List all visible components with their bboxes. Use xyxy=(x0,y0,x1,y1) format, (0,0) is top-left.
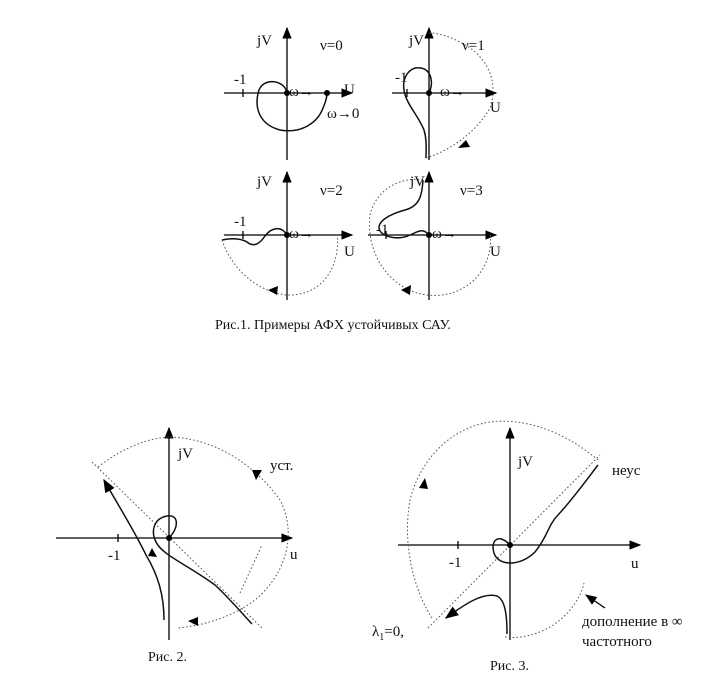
minus-one-label: -1 xyxy=(376,222,389,238)
arc-tail xyxy=(239,544,263,594)
arc-arrow-left xyxy=(419,478,428,489)
note-line-2: частотного xyxy=(582,634,652,650)
minus-one-label: -1 xyxy=(234,214,247,230)
lambda-subscript: 1 xyxy=(379,632,384,643)
y-axis-label: jV xyxy=(408,33,424,49)
direction-arrow xyxy=(458,140,470,148)
fig1-panel-nu3: jV ν=3 -1 U ω→ xyxy=(368,170,501,300)
figure3: jV неус -1 u λ1=0, дополнение в ∞ частот… xyxy=(372,420,683,674)
origin-point xyxy=(426,90,432,96)
y-axis-label: jV xyxy=(409,174,425,190)
omega-arrow-label: ω→ xyxy=(440,84,465,100)
minus-one-label: -1 xyxy=(108,548,121,564)
fig1-panel-nu0: jV ν=0 -1 U ω→ ω→0 xyxy=(224,26,359,160)
arc-arrow-top xyxy=(252,470,262,480)
direction-arrow xyxy=(268,286,278,295)
nu-label: ν=1 xyxy=(462,38,485,54)
mid-arrow xyxy=(148,548,157,557)
lambda-symbol: λ xyxy=(372,624,380,640)
omega-arrow-label: ω→ xyxy=(289,226,314,242)
annotation-label: уст. xyxy=(270,458,293,474)
afc-curve-upper xyxy=(152,515,253,625)
figure2: jV уст. -1 u Рис. 2. xyxy=(56,426,298,665)
y-axis-label: jV xyxy=(256,174,272,190)
infinity-arc xyxy=(221,234,339,296)
infinity-arc xyxy=(368,178,492,296)
afc-curve xyxy=(221,228,288,246)
x-axis-label: U xyxy=(490,100,501,116)
fig1-panel-nu1: jV ν=1 -1 U ω→ xyxy=(392,26,501,160)
minus-one-label: -1 xyxy=(234,72,247,88)
y-axis-label: jV xyxy=(177,446,193,462)
asymptote-line xyxy=(91,461,263,629)
direction-arrow xyxy=(401,285,411,295)
afc-curve-lower xyxy=(103,478,165,621)
fig1-panel-nu2: jV ν=2 -1 U ω→ xyxy=(221,170,355,300)
afc-curve-upper xyxy=(492,464,599,564)
nu-label: ν=0 xyxy=(320,38,343,54)
afc-curve-lower xyxy=(444,594,508,635)
omega-arrow-label: ω→ xyxy=(289,84,314,100)
minus-one-label: -1 xyxy=(449,555,462,571)
figure3-caption: Рис. 3. xyxy=(490,659,529,674)
afc-curve xyxy=(256,81,328,132)
asymptote-line xyxy=(427,454,601,629)
y-axis-label: jV xyxy=(517,454,533,470)
afc-curve xyxy=(378,179,430,239)
start-point xyxy=(324,90,330,96)
minus-one-label: -1 xyxy=(395,70,408,86)
figure1-caption: Рис.1. Примеры АФХ устойчивых САУ. xyxy=(215,318,451,333)
annotation-top: неус xyxy=(612,463,641,479)
infinity-arc xyxy=(425,32,494,159)
note-pointer xyxy=(585,594,606,609)
origin-point xyxy=(507,542,513,548)
infinity-arc xyxy=(407,420,599,619)
lambda-label: λ1=0, xyxy=(372,624,404,643)
y-axis-label: jV xyxy=(256,33,272,49)
origin-point xyxy=(426,232,432,238)
origin-point xyxy=(284,232,290,238)
nu-label: ν=3 xyxy=(460,183,483,199)
omega-arrow-label: ω→ xyxy=(432,226,457,242)
lower-arc xyxy=(504,582,585,638)
lambda-value: =0, xyxy=(384,624,404,640)
nu-label: ν=2 xyxy=(320,183,343,199)
arc-arrow-bottom xyxy=(188,617,198,626)
infinity-arc xyxy=(97,436,289,629)
origin-point xyxy=(284,90,290,96)
x-axis-label: U xyxy=(344,244,355,260)
omega-zero-label: ω→0 xyxy=(327,106,359,122)
x-axis-label: U xyxy=(344,82,355,98)
x-axis-label: U xyxy=(490,244,501,260)
origin-point xyxy=(166,535,172,541)
x-axis-label: u xyxy=(290,547,298,563)
afc-curve xyxy=(402,67,433,159)
x-axis-label: u xyxy=(631,556,639,572)
note-line-1: дополнение в ∞ xyxy=(582,614,683,630)
figure2-caption: Рис. 2. xyxy=(148,650,187,665)
